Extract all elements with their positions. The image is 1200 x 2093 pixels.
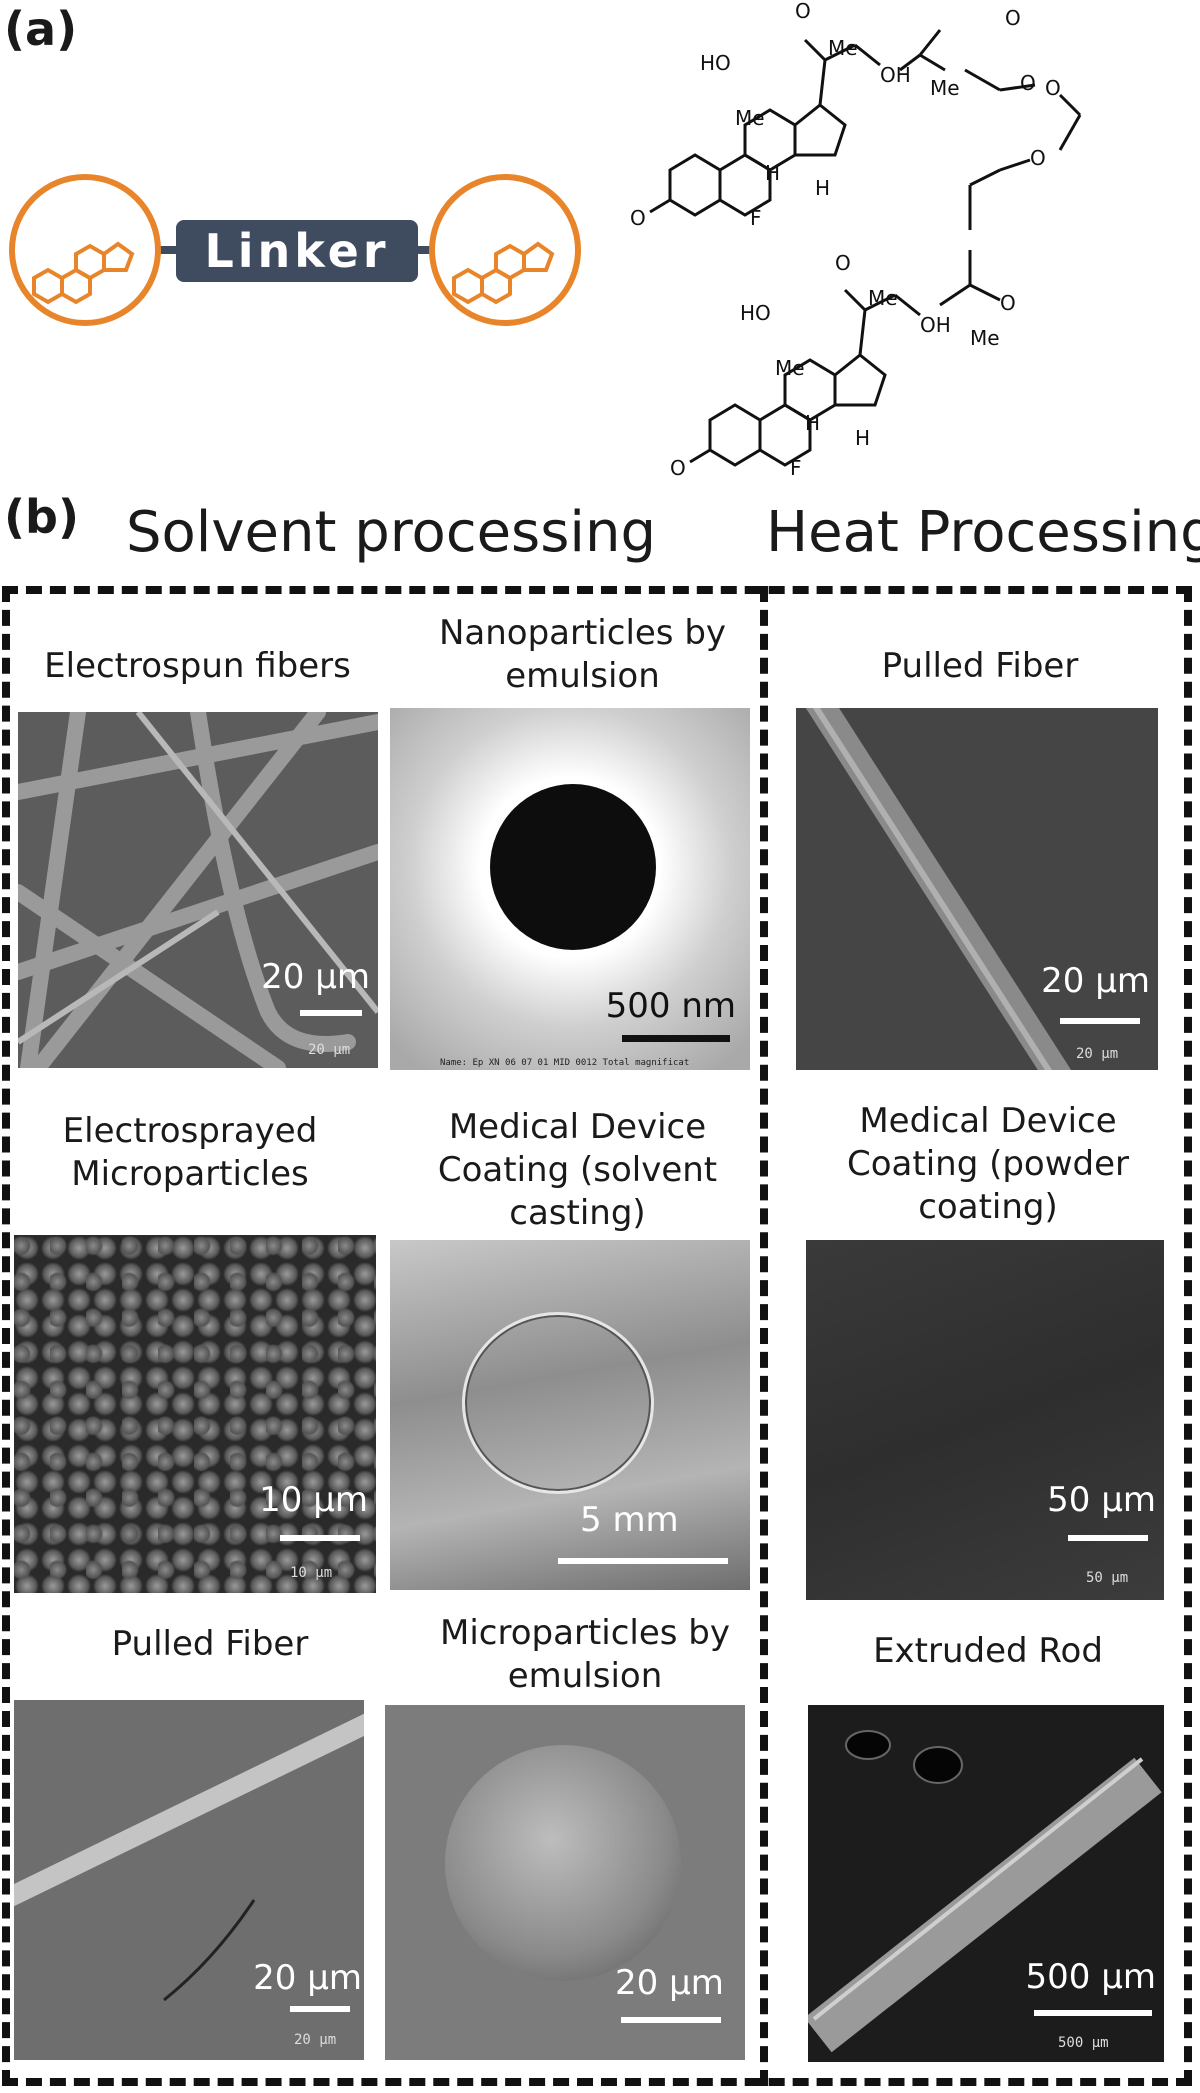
solvent-processing-title: Solvent processing [126, 500, 657, 565]
sem-extruded-rod: 500 μm 500 μm [808, 1705, 1164, 2062]
svg-text:Me: Me [735, 106, 765, 130]
scale-bar [558, 1558, 728, 1564]
caption-microparticles-emulsion: Microparticles by emulsion [440, 1613, 730, 1696]
svg-text:Me: Me [828, 36, 858, 60]
scale-label: 500 nm [605, 986, 736, 1026]
svg-text:Me: Me [868, 286, 898, 310]
instrument-tag: Name: Ep XN 06 07 01 MID 0012 Total magn… [440, 1058, 690, 1068]
svg-text:H: H [805, 411, 820, 435]
scale-bar [621, 2017, 721, 2023]
scale-label: 20 μm [615, 1963, 724, 2003]
svg-text:H: H [765, 161, 780, 185]
tem-nanoparticle: 500 nm Name: Ep XN 06 07 01 MID 0012 Tot… [390, 708, 750, 1070]
caption-nanoparticles-emulsion: Nanoparticles by emulsion [438, 613, 727, 696]
instrument-tag: 50 μm [1086, 1570, 1129, 1586]
svg-text:OH: OH [880, 63, 911, 87]
svg-text:HO: HO [700, 51, 731, 75]
sem-pulled-fiber-heat: 20 μm 20 μm [796, 708, 1158, 1070]
steroid-core-icon-right [452, 241, 555, 305]
caption-pulled-fiber-solvent: Pulled Fiber [111, 1624, 309, 1664]
svg-text:F: F [750, 206, 762, 230]
scale-bar [290, 2006, 350, 2012]
scale-bar [280, 1535, 360, 1541]
coating-disc [462, 1312, 654, 1494]
svg-text:O: O [1000, 291, 1016, 315]
svg-text:Me: Me [970, 326, 1000, 350]
dashed-divider [760, 586, 768, 2086]
svg-text:H: H [815, 176, 830, 200]
panel-b-label: (b) [4, 490, 79, 544]
dashed-frame [2, 586, 1192, 2086]
caption-extruded-rod: Extruded Rod [873, 1631, 1103, 1671]
dimer-schematic [9, 174, 581, 326]
panel-a-label: (a) [4, 2, 78, 56]
microparticle [445, 1745, 681, 1981]
svg-text:O: O [1005, 6, 1021, 30]
scale-label: 20 μm [261, 957, 370, 997]
scale-label: 20 μm [1041, 961, 1150, 1001]
svg-text:Me: Me [775, 356, 805, 380]
instrument-tag: 20 μm [294, 2032, 337, 2048]
svg-text:O: O [835, 251, 851, 275]
linker-label: Linker [204, 224, 390, 278]
scale-label: 500 μm [1025, 1957, 1156, 1997]
caption-coating-solvent: Medical Device Coating (solvent casting) [437, 1107, 718, 1233]
nanoparticle [490, 784, 656, 950]
sem-electrospun-fibers: 20 μm 20 μm [18, 712, 378, 1068]
caption-pulled-fiber-heat: Pulled Fiber [881, 646, 1079, 686]
svg-text:F: F [790, 456, 802, 480]
svg-text:H: H [855, 426, 870, 450]
sem-coating-powder: 50 μm 50 μm [806, 1240, 1164, 1600]
svg-text:O: O [795, 0, 811, 23]
svg-text:Me: Me [930, 76, 960, 100]
linker-box [176, 220, 418, 282]
sem-pulled-fiber-solvent: 20 μm 20 μm [14, 1700, 364, 2060]
scale-bar [1068, 1535, 1148, 1541]
instrument-tag: 500 μm [1058, 2035, 1109, 2051]
instrument-tag: 20 μm [308, 1042, 351, 1058]
svg-text:OH: OH [920, 313, 951, 337]
sem-electrosprayed-microparticles: 10 μm 10 μm [14, 1235, 376, 1593]
steroid-core-icon-left [32, 241, 135, 305]
svg-text:O: O [1020, 71, 1036, 95]
scale-bar [1034, 2010, 1152, 2016]
svg-text:O: O [1045, 76, 1061, 100]
scale-bar [1060, 1018, 1140, 1024]
instrument-tag: 10 μm [290, 1565, 333, 1581]
svg-text:HO: HO [740, 301, 771, 325]
caption-coating-powder: Medical Device Coating (powder coating) [846, 1101, 1130, 1227]
scale-label: 20 μm [253, 1958, 362, 1998]
svg-text:O: O [670, 456, 686, 480]
scale-bar [300, 1010, 362, 1016]
caption-electrospun-fibers: Electrospun fibers [44, 646, 351, 686]
heat-processing-title: Heat Processing [766, 500, 1200, 565]
svg-text:O: O [630, 206, 646, 230]
scale-bar [622, 1035, 730, 1042]
sem-microparticle-emulsion: 20 μm [385, 1705, 745, 2060]
scale-label: 5 mm [580, 1500, 679, 1540]
caption-electrosprayed-microparticles: Electrosprayed Microparticles [62, 1111, 318, 1194]
scale-label: 10 μm [259, 1480, 368, 1520]
svg-text:O: O [1030, 146, 1046, 170]
instrument-tag: 20 μm [1076, 1046, 1119, 1062]
scale-label: 50 μm [1047, 1480, 1156, 1520]
photo-coating-solvent: 5 mm [390, 1240, 750, 1590]
